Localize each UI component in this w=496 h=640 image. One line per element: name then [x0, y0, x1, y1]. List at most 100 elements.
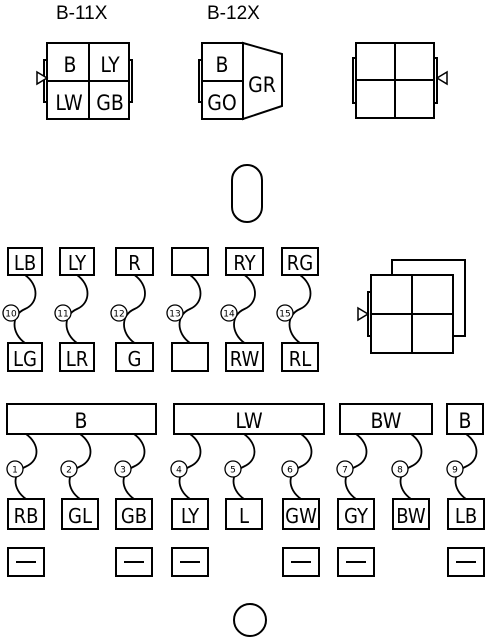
mid-num-4-circle	[166, 304, 184, 322]
bus-b-right-label: B	[459, 409, 472, 433]
mid-wire-6	[288, 274, 312, 344]
fuse-capsule	[231, 164, 263, 223]
mid-wire-1	[13, 274, 37, 344]
mid-top-label-1: LB	[14, 251, 36, 275]
b11x-pin-4: GB	[96, 91, 124, 115]
mid-num-6: 15	[279, 310, 290, 320]
mid-wire-3	[123, 274, 146, 344]
bot-box-3	[115, 498, 153, 530]
bot-num-2-circle	[60, 460, 78, 478]
fuse-slot-6	[282, 547, 320, 577]
b12x-connector: B GO GR	[198, 41, 283, 121]
bot-label-7: GY	[344, 504, 369, 528]
mid-num-1-circle	[2, 304, 20, 322]
bot-label-8: BW	[396, 504, 426, 528]
mid-top-box-4	[171, 247, 209, 276]
bot-num-3: 3	[120, 466, 126, 476]
bot-wire-3	[122, 433, 146, 500]
mid-bottom-box-3	[115, 342, 154, 372]
bot-num-8: 8	[397, 466, 403, 476]
bot-wire-8	[399, 433, 423, 500]
fuse-slot-1	[7, 547, 45, 577]
mid-top-label-5: RY	[233, 251, 256, 275]
bot-wire-7	[344, 433, 368, 500]
bot-num-6: 6	[287, 466, 293, 476]
bot-wire-9	[454, 433, 478, 500]
bot-num-6-circle	[281, 460, 299, 478]
mid-num-1: 10	[5, 310, 17, 320]
fuse-slot-7	[337, 547, 375, 577]
fuse-slot-3	[115, 547, 153, 577]
bot-num-5-circle	[224, 460, 242, 478]
bot-num-9-circle	[446, 460, 464, 478]
bot-num-5: 5	[230, 466, 236, 476]
b12x-pin-2: GO	[207, 91, 237, 115]
mid-num-5-circle	[220, 304, 238, 322]
bot-label-1: RB	[14, 504, 39, 528]
mid-bottom-label-1: LG	[13, 347, 37, 371]
bot-num-7-circle	[336, 460, 354, 478]
mid-bottom-box-2	[59, 342, 95, 372]
bot-wire-4	[178, 433, 202, 500]
bot-num-1: 1	[12, 466, 18, 476]
mid-top-label-6: RG	[287, 251, 313, 275]
bot-num-1-circle	[6, 460, 24, 478]
mid-num-3-circle	[110, 304, 128, 322]
mid-bottom-box-1	[7, 342, 43, 372]
bus-b: B	[6, 403, 157, 435]
bot-num-9: 9	[452, 466, 458, 476]
bus-b-right: B	[446, 403, 484, 435]
bot-num-3-circle	[114, 460, 132, 478]
bot-label-5: L	[239, 504, 249, 528]
mid-bottom-box-5	[225, 342, 264, 372]
mid-top-label-2: LY	[68, 251, 87, 275]
b12x-pin-1: B	[216, 53, 229, 77]
b12x-pin-3: GR	[248, 73, 276, 97]
bot-wire-6	[289, 433, 313, 500]
bus-lw-label: LW	[235, 409, 263, 433]
b11x-title: B-11X	[56, 3, 108, 24]
bot-label-9: LB	[455, 504, 477, 528]
mid-bottom-label-3: G	[128, 347, 142, 371]
b11x-pin-2: LY	[100, 53, 120, 77]
bot-box-4	[171, 498, 209, 530]
bot-label-6: GW	[285, 504, 317, 528]
mid-num-6-circle	[276, 304, 294, 322]
bot-box-6	[282, 498, 320, 530]
bot-box-1	[7, 498, 45, 530]
connector-stacked-right	[357, 259, 466, 354]
mid-wire-2	[65, 274, 89, 344]
bot-wire-1	[14, 433, 38, 500]
mid-num-2-circle	[54, 304, 72, 322]
mid-bottom-label-6: RL	[289, 347, 312, 371]
bot-label-4: LY	[181, 504, 200, 528]
bot-num-8-circle	[391, 460, 409, 478]
mid-top-label-3: R	[128, 251, 141, 275]
bus-bw-label: BW	[371, 409, 402, 433]
bot-label-2: GL	[68, 504, 92, 528]
fuse-slot-9	[447, 547, 485, 577]
bot-box-2	[61, 498, 99, 530]
mid-bottom-label-5: RW	[230, 347, 260, 371]
bot-box-8	[392, 498, 430, 530]
bot-box-5	[225, 498, 263, 530]
bus-b-label: B	[75, 409, 88, 433]
mid-bottom-label-2: LR	[66, 347, 89, 371]
fuse-slot-4	[171, 547, 209, 577]
bot-label-3: GB	[121, 504, 147, 528]
bot-num-4: 4	[176, 466, 182, 476]
mid-num-3: 12	[113, 310, 124, 320]
mid-wire-4	[178, 274, 202, 344]
mid-num-5: 14	[223, 310, 235, 320]
connector-4pin-top-right	[352, 42, 448, 119]
bot-wire-5	[232, 433, 256, 500]
bus-bw: BW	[339, 403, 433, 435]
b11x-connector: B LY LW GB	[36, 42, 133, 120]
bot-box-7	[337, 498, 375, 530]
b11x-pin-3: LW	[55, 91, 83, 115]
bot-wire-2	[68, 433, 92, 500]
ground-circle	[233, 603, 267, 637]
